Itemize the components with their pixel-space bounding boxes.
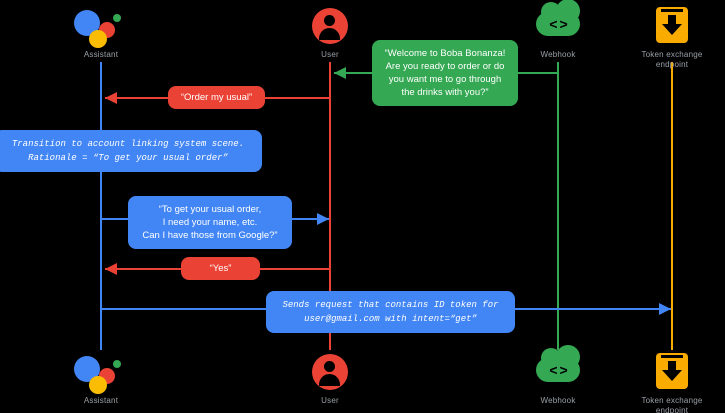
actor-label-assistant: Assistant xyxy=(83,50,119,59)
actor-webhook-top: < > Webhook xyxy=(498,0,618,60)
lifeline-user xyxy=(329,62,331,350)
cloud-code-icon: < > xyxy=(498,345,618,394)
actor-token-endpoint-bottom: Token exchange endpoint xyxy=(612,350,725,413)
actor-label-webhook: Webhook xyxy=(540,396,576,405)
message-order-my-usual: “Order my usual” xyxy=(168,86,265,109)
actor-label-webhook: Webhook xyxy=(540,50,576,59)
actor-label-assistant: Assistant xyxy=(83,396,119,405)
actor-label-user: User xyxy=(321,396,339,405)
download-box-icon xyxy=(612,350,725,394)
actor-assistant-bottom: Assistant xyxy=(41,350,161,406)
actor-label-token-endpoint: Token exchange endpoint xyxy=(641,50,703,69)
lifeline-token-exchange-endpoint xyxy=(671,62,673,350)
actor-label-user: User xyxy=(321,50,339,59)
arrow-head-user-to-assistant-yes xyxy=(105,263,117,275)
user-avatar-icon xyxy=(270,4,390,48)
lifeline-webhook xyxy=(557,62,559,350)
message-welcome: “Welcome to Boba Bonanza! Are you ready … xyxy=(372,40,518,106)
message-sends-request: Sends request that contains ID token for… xyxy=(266,291,515,333)
actor-user-bottom: User xyxy=(270,350,390,406)
actor-label-token-endpoint: Token exchange endpoint xyxy=(641,396,703,413)
cloud-code-glyph: < > xyxy=(549,362,567,378)
download-box-icon xyxy=(612,4,725,48)
lifeline-assistant xyxy=(100,62,102,350)
message-yes: “Yes” xyxy=(181,257,260,280)
user-avatar-icon xyxy=(270,350,390,394)
arrow-head-assistant-to-user-consent xyxy=(317,213,329,225)
arrow-head-user-to-assistant-order xyxy=(105,92,117,104)
arrow-head-assistant-to-token-endpoint xyxy=(659,303,671,315)
message-transition-note: Transition to account linking system sce… xyxy=(0,130,262,172)
arrow-head-webhook-to-user xyxy=(334,67,346,79)
cloud-code-icon: < > xyxy=(498,0,618,48)
actor-webhook-bottom: < > Webhook xyxy=(498,345,618,406)
cloud-code-glyph: < > xyxy=(549,16,567,32)
actor-token-endpoint-top: Token exchange endpoint xyxy=(612,4,725,70)
actor-assistant-top: Assistant xyxy=(41,4,161,60)
google-assistant-icon xyxy=(41,4,161,48)
actor-user-top: User xyxy=(270,4,390,60)
message-need-name: “To get your usual order, I need your na… xyxy=(128,196,292,249)
google-assistant-icon xyxy=(41,350,161,394)
